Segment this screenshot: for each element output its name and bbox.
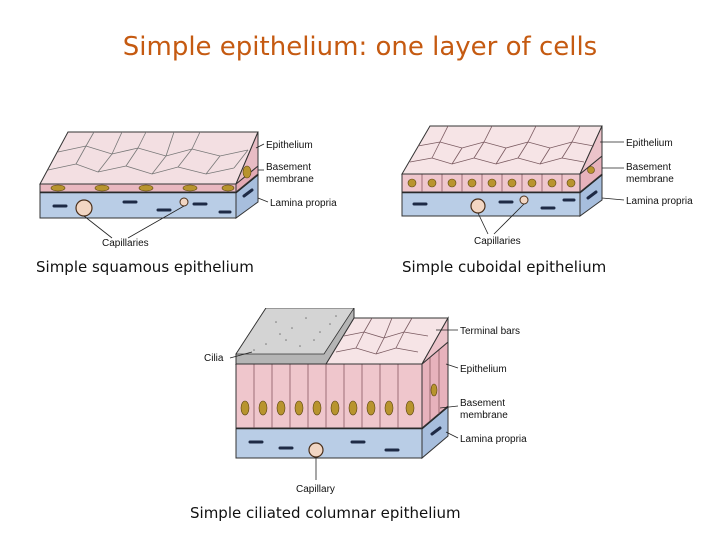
columnar-caption: Simple ciliated columnar epithelium	[190, 504, 461, 522]
label-epithelium: Epithelium	[626, 138, 673, 149]
label-basement: Basement	[626, 162, 671, 173]
label-capillary: Capillary	[296, 484, 335, 495]
label-membrane: membrane	[266, 174, 314, 185]
label-basement: Basement	[266, 162, 311, 173]
cuboidal-epithelium-diagram: Epithelium Basement membrane Lamina prop…	[392, 112, 712, 252]
label-epithelium: Epithelium	[266, 140, 313, 151]
label-lamina-propria: Lamina propria	[270, 198, 337, 209]
squamous-epithelium-diagram: Epithelium Basement membrane Lamina prop…	[28, 112, 358, 252]
label-capillaries: Capillaries	[474, 236, 521, 247]
label-lamina-propria: Lamina propria	[460, 434, 527, 445]
page-title: Simple epithelium: one layer of cells	[0, 32, 720, 62]
label-cilia: Cilia	[204, 353, 224, 364]
label-membrane: membrane	[626, 174, 674, 185]
label-basement: Basement	[460, 398, 505, 409]
label-epithelium: Epithelium	[460, 364, 507, 375]
cuboidal-caption: Simple cuboidal epithelium	[402, 258, 606, 276]
label-capillaries: Capillaries	[102, 238, 149, 249]
squamous-caption: Simple squamous epithelium	[36, 258, 254, 276]
label-lamina-propria: Lamina propria	[626, 196, 693, 207]
ciliated-columnar-epithelium-diagram: Cilia Terminal bars Epithelium Basement …	[196, 308, 556, 500]
label-terminal-bars: Terminal bars	[460, 326, 520, 337]
label-membrane: membrane	[460, 410, 508, 421]
